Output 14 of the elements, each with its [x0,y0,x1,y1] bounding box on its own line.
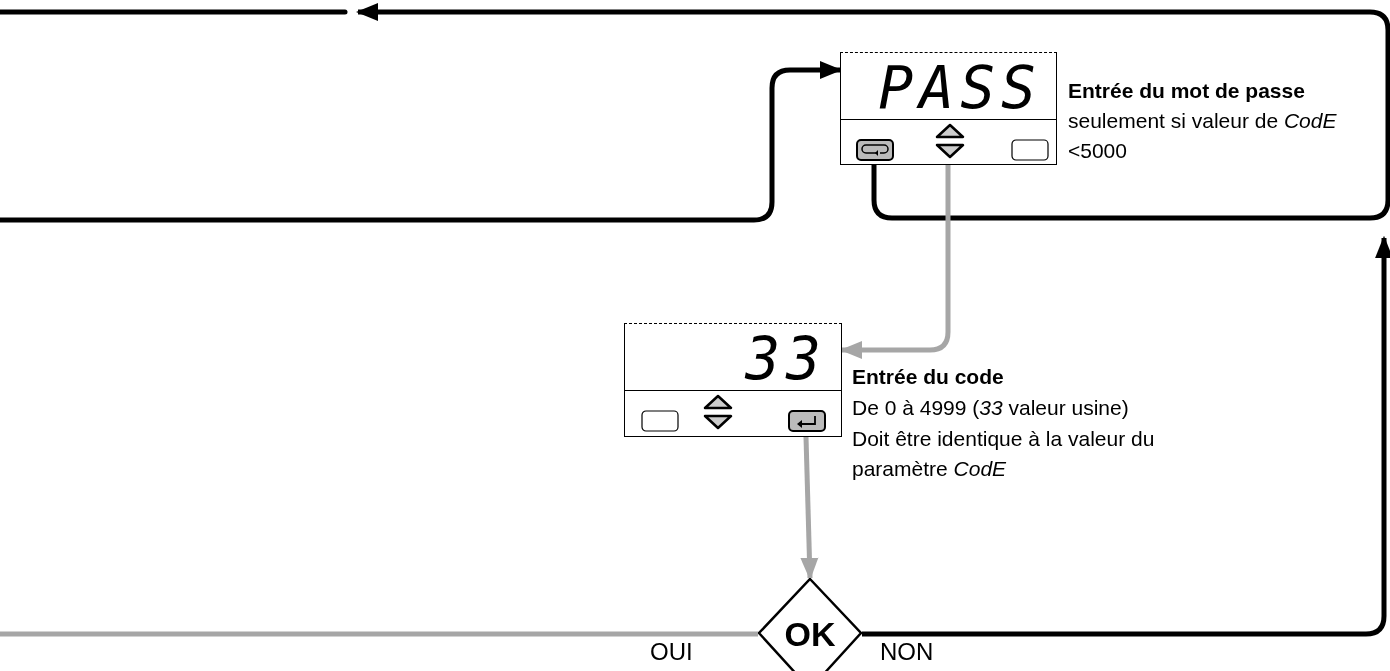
caption-heading: Entrée du mot de passe [1068,78,1305,104]
caption-text: seulement si valeur de CodE <5000 [1068,108,1338,164]
caption-heading: Entrée du code [852,364,1005,390]
display-panel [840,52,1057,165]
display-readout: 33 [745,328,827,390]
arrow [800,436,819,581]
display-readout: PASS [878,57,1042,119]
display-panel [624,323,842,437]
decision-diamond [758,578,862,671]
caption-text: Doit être identique à la valeur du paramètre CodE [852,426,1156,482]
caption-text: De 0 à 4999 (33 valeur usine) [852,395,1130,421]
decision-label: OK [783,614,837,654]
arrow [355,3,1390,221]
arrow [862,235,1390,637]
